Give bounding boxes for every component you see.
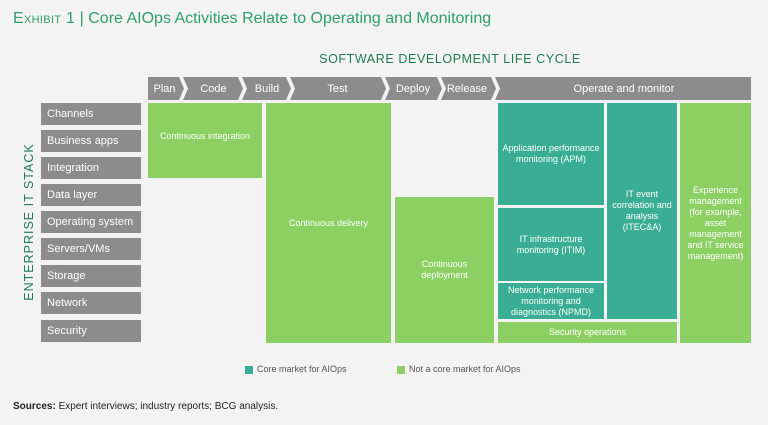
exhibit-number: Exhibit 1 [13, 10, 76, 27]
layer-security: Security [41, 320, 141, 342]
box-continuous-delivery: Continuous delivery [266, 103, 391, 343]
title-separator: | [79, 10, 84, 27]
layer-data: Data layer [41, 184, 141, 206]
layer-network: Network [41, 292, 141, 314]
legend-core-label: Core market for AIOps [257, 364, 347, 374]
layer-storage: Storage [41, 265, 141, 287]
box-security-operations: Security operations [498, 322, 677, 343]
step-release: Release [446, 82, 488, 95]
step-code: Code [200, 82, 227, 95]
title-text: Core AIOps Activities Relate to Operatin… [88, 10, 492, 27]
exhibit-title: Exhibit 1 | Core AIOps Activities Relate… [13, 10, 491, 28]
sources-note: Sources: Expert interviews; industry rep… [13, 401, 278, 412]
step-test: Test [327, 82, 348, 95]
layer-operating-system: Operating system [41, 211, 141, 233]
sources-text: Expert interviews; industry reports; BCG… [55, 401, 279, 412]
step-plan: Plan [153, 82, 176, 95]
box-apm: Application performance monitoring (APM) [498, 103, 604, 205]
step-build: Build [254, 82, 280, 95]
legend-core-swatch [245, 366, 253, 374]
legend-noncore-label: Not a core market for AIOps [409, 364, 521, 374]
box-continuous-integration: Continuous integration [148, 103, 262, 178]
layer-servers-vms: Servers/VMs [41, 238, 141, 260]
box-npmd: Network performance monitoring and diagn… [498, 283, 604, 319]
legend-noncore-swatch [397, 366, 405, 374]
box-itim: IT infrastructure monitoring (ITIM) [498, 208, 604, 281]
box-continuous-deployment: Continuous deployment [395, 197, 494, 343]
box-experience-management: Experience management (for example, asse… [680, 103, 751, 343]
layer-business-apps: Business apps [41, 130, 141, 152]
enterprise-stack-label: ENTERPRISE IT STACK [22, 143, 36, 301]
layer-integration: Integration [41, 157, 141, 179]
layer-channels: Channels [41, 103, 141, 125]
step-operate-monitor: Operate and monitor [573, 82, 675, 95]
step-deploy: Deploy [395, 82, 431, 95]
box-itec: IT event correlation and analysis (ITEC&… [607, 103, 677, 319]
sdlc-label: SOFTWARE DEVELOPMENT LIFE CYCLE [319, 52, 581, 66]
sources-label: Sources: [13, 401, 56, 412]
sdlc-steps-bg [148, 77, 751, 100]
